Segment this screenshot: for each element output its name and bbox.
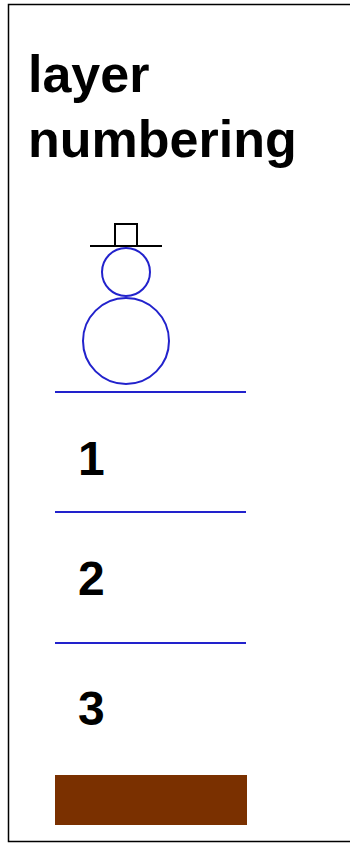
layer-number: 1 xyxy=(78,435,105,483)
snowman-body xyxy=(83,298,169,384)
layer-boundary xyxy=(55,642,246,644)
snowman-figure xyxy=(83,224,169,384)
frame-border xyxy=(9,5,350,842)
layer-boundary xyxy=(55,511,246,513)
snowman-head xyxy=(102,248,150,296)
layer-boundary xyxy=(55,391,246,393)
hat-brim xyxy=(90,245,162,247)
hat-crown xyxy=(115,224,137,246)
layer-number: 3 xyxy=(78,685,105,733)
layer-boundaries xyxy=(55,392,246,643)
ground-block xyxy=(55,775,247,825)
diagram-title: layer numbering xyxy=(28,42,340,172)
layer-number: 2 xyxy=(78,555,105,603)
